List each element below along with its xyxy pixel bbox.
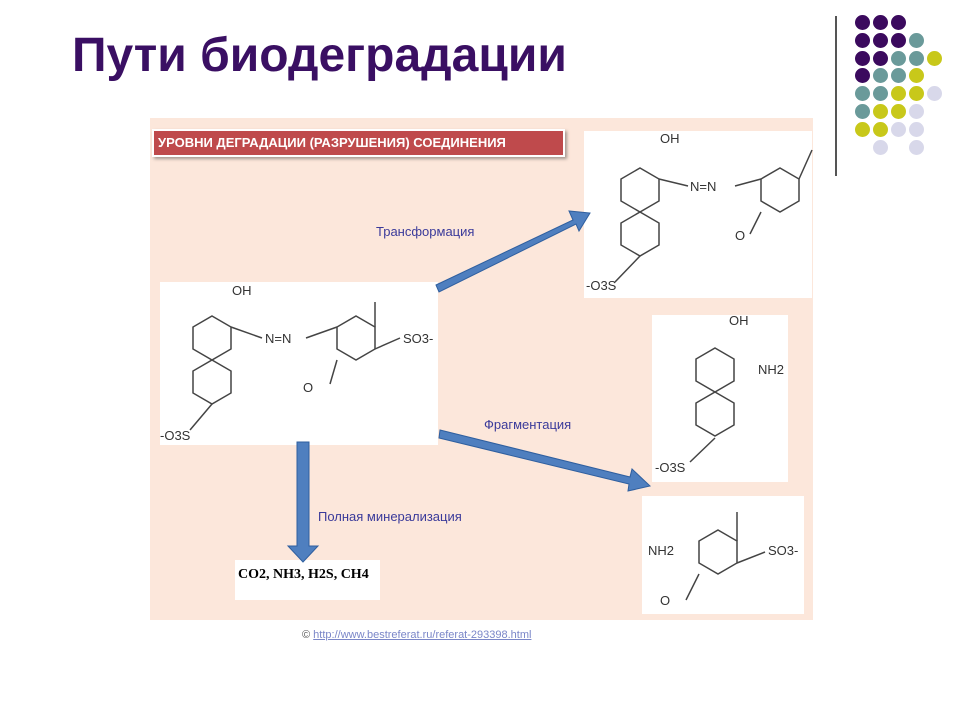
atom-label: O bbox=[735, 228, 746, 243]
atom-label: SO3- bbox=[768, 543, 799, 558]
decorative-dot bbox=[873, 139, 888, 155]
decorative-dot bbox=[873, 104, 888, 119]
ring bbox=[336, 315, 376, 361]
product-ch4: CH4 bbox=[340, 567, 369, 582]
decorative-dot bbox=[855, 121, 870, 137]
slide-title: Пути биодеградации bbox=[72, 29, 567, 82]
mineralization-products-box bbox=[235, 560, 380, 600]
decorative-dot bbox=[909, 139, 924, 155]
atom-label: -O3S bbox=[655, 460, 686, 475]
product-h2s: H2S bbox=[308, 567, 334, 582]
decorative-dot bbox=[855, 50, 870, 66]
decorative-dot bbox=[891, 121, 906, 137]
decorative-dot bbox=[909, 104, 924, 119]
source-link[interactable]: http://www.bestreferat.ru/referat-293398… bbox=[313, 629, 532, 641]
decorative-dot bbox=[891, 104, 906, 119]
atom-label: O bbox=[660, 593, 671, 608]
decorative-dot bbox=[909, 68, 924, 84]
product-co2: CO2 bbox=[238, 567, 266, 582]
decorative-dot bbox=[855, 15, 870, 30]
atom-label: O bbox=[303, 380, 314, 395]
decorative-dot bbox=[873, 50, 888, 66]
decorative-dot bbox=[873, 68, 888, 84]
copyright-symbol: © bbox=[302, 629, 311, 641]
ring bbox=[620, 211, 660, 257]
atom-label: NH2 bbox=[758, 362, 785, 377]
decorative-dot bbox=[927, 86, 942, 102]
atom-label: OH bbox=[660, 131, 680, 146]
fragment2-box bbox=[642, 496, 804, 614]
ring bbox=[695, 391, 735, 437]
ring bbox=[695, 347, 735, 393]
ring bbox=[620, 167, 660, 213]
decorative-dot bbox=[909, 86, 924, 102]
fragment1-box bbox=[652, 315, 788, 482]
atom-label: -O3S bbox=[160, 428, 191, 443]
decorative-dot bbox=[873, 86, 888, 102]
ring bbox=[192, 315, 232, 361]
source-credit: © http://www.bestreferat.ru/referat-2933… bbox=[302, 629, 531, 641]
atom-label: N=N bbox=[265, 331, 292, 346]
mineralization-label: Полная минерализация bbox=[318, 509, 462, 524]
atom-label: N=N bbox=[690, 179, 717, 194]
decorative-dot bbox=[909, 121, 924, 137]
decorative-dot bbox=[873, 32, 888, 48]
fragmentation-arrow bbox=[438, 429, 652, 492]
decorative-dot bbox=[909, 50, 924, 66]
atom-label: OH bbox=[232, 283, 252, 298]
decorative-dot bbox=[855, 104, 870, 119]
fragmentation-label: Фрагментация bbox=[484, 417, 572, 432]
decorative-dot bbox=[927, 50, 942, 66]
decorative-dot bbox=[855, 86, 870, 102]
decorative-dot bbox=[855, 32, 870, 48]
decorative-dot bbox=[891, 86, 906, 102]
transformation-label: Трансформация bbox=[376, 224, 475, 239]
decorative-dot bbox=[891, 15, 906, 30]
decorative-dot bbox=[909, 32, 924, 48]
decorative-dot bbox=[891, 68, 906, 84]
decorative-dot bbox=[891, 32, 906, 48]
atom-label: NH2 bbox=[648, 543, 675, 558]
mineralization-arrow bbox=[286, 441, 320, 563]
decorative-dot bbox=[855, 68, 870, 84]
decorative-divider bbox=[835, 16, 837, 176]
decorative-dot bbox=[891, 50, 906, 66]
transformation-product-box bbox=[584, 131, 812, 298]
ring bbox=[698, 529, 738, 575]
transformation-arrow bbox=[435, 210, 591, 293]
atom-label: -O3S bbox=[586, 278, 617, 293]
decorative-dot bbox=[873, 15, 888, 30]
atom-label: SO3- bbox=[403, 331, 434, 346]
product-nh3: NH3 bbox=[273, 567, 301, 582]
diagram-banner: УРОВНИ ДЕГРАДАЦИИ (РАЗРУШЕНИЯ) СОЕДИНЕНИ… bbox=[152, 129, 565, 157]
mineralization-products: CO2, NH3, H2S, CH4 bbox=[238, 567, 369, 582]
ring bbox=[192, 359, 232, 405]
decorative-dot bbox=[873, 121, 888, 137]
ring bbox=[760, 167, 800, 213]
atom-label: OH bbox=[729, 313, 749, 328]
